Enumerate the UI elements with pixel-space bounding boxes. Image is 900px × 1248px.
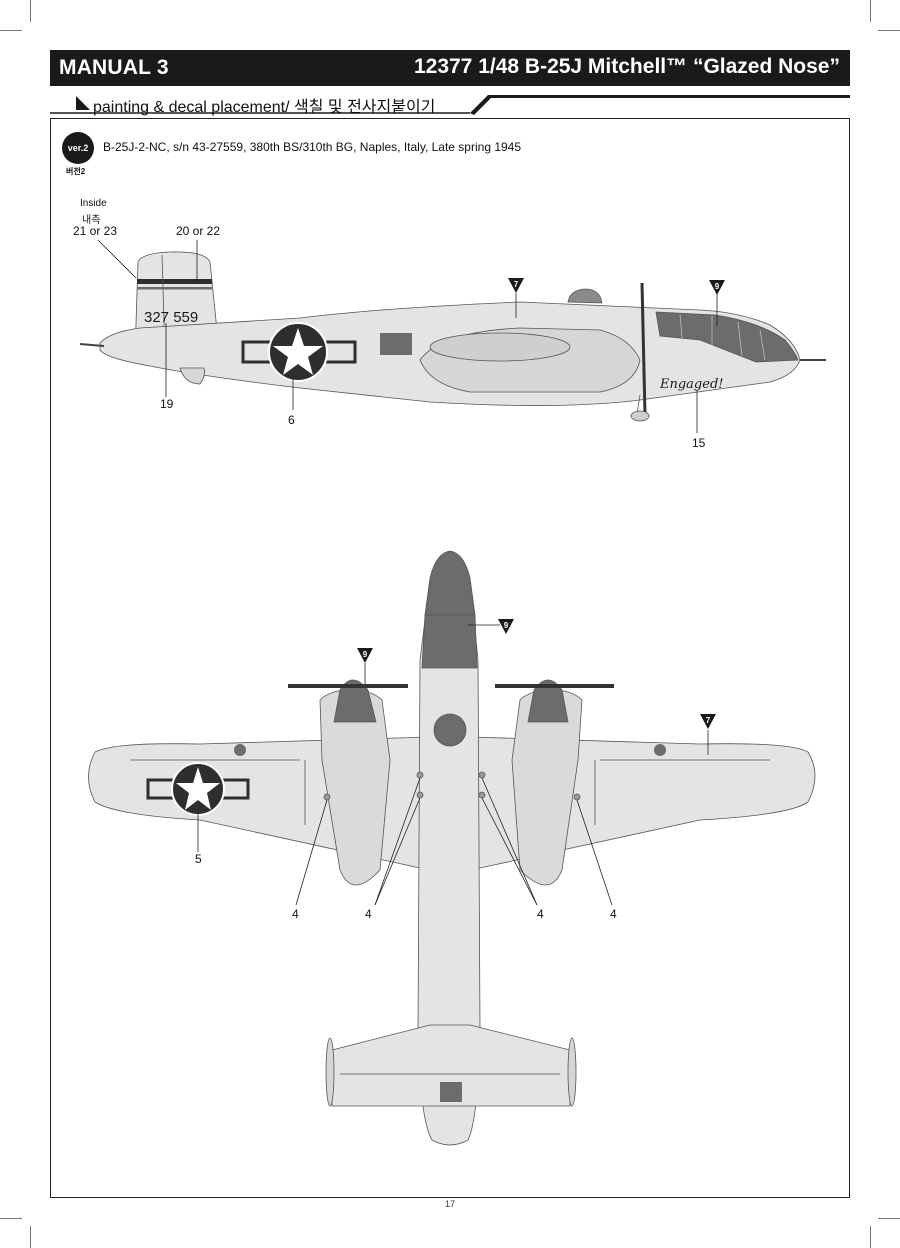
crop-mark xyxy=(30,1226,31,1248)
callout-stencil-1: 4 xyxy=(292,907,299,921)
callout-stencil-3: 4 xyxy=(537,907,544,921)
version-badge-korean: 버전2 xyxy=(66,167,86,176)
callout-inside-en: Inside xyxy=(80,198,107,209)
top-view xyxy=(88,550,816,1146)
crop-mark xyxy=(870,0,871,22)
callout-tail-number: 19 xyxy=(160,397,174,411)
marker-text: 7 xyxy=(514,280,519,289)
crop-mark xyxy=(870,1226,871,1248)
subheader-rule xyxy=(50,95,850,115)
callout-wing-insignia: 5 xyxy=(195,852,202,866)
nose-art-decal: Engaged! xyxy=(659,377,724,392)
crop-mark xyxy=(878,1218,900,1219)
callout-stencil-4: 4 xyxy=(610,907,617,921)
tail-number-decal: 327 559 xyxy=(144,309,198,326)
subheader-bar: painting & decal placement/ 색칠 및 전사지붙이기 xyxy=(50,92,850,116)
callout-stencil-2: 4 xyxy=(365,907,372,921)
version-badge: ver.2 xyxy=(62,132,94,164)
header-bar: MANUAL 3 12377 1/48 B-25J Mitchell™ “Gla… xyxy=(50,50,850,86)
crop-mark xyxy=(0,1218,22,1219)
crop-mark xyxy=(30,0,31,22)
callout-fuselage-insignia: 6 xyxy=(288,413,295,427)
callout-nose-art: 15 xyxy=(692,436,706,450)
manual-label: MANUAL 3 xyxy=(59,56,169,79)
marker-text: 9 xyxy=(504,621,509,630)
marker-text: 7 xyxy=(706,716,711,725)
content-frame xyxy=(50,118,850,1198)
crop-mark xyxy=(0,30,22,31)
callout-inside-ref: 21 or 23 xyxy=(73,224,118,238)
kit-title: 12377 1/48 B-25J Mitchell™ “Glazed Nose” xyxy=(413,55,840,78)
marker-text: 9 xyxy=(715,282,720,291)
callout-inside-ko: 내측 xyxy=(82,215,101,226)
side-view xyxy=(79,239,826,433)
subheader-text: painting & decal placement/ 색칠 및 전사지붙이기 xyxy=(93,99,436,116)
marker-text: 9 xyxy=(363,650,368,659)
callout-tail-band: 20 or 22 xyxy=(176,224,221,238)
crop-mark xyxy=(878,30,900,31)
page-number: 17 xyxy=(444,1199,455,1209)
scheme-caption: B-25J-2-NC, s/n 43-27559, 380th BS/310th… xyxy=(103,140,522,154)
